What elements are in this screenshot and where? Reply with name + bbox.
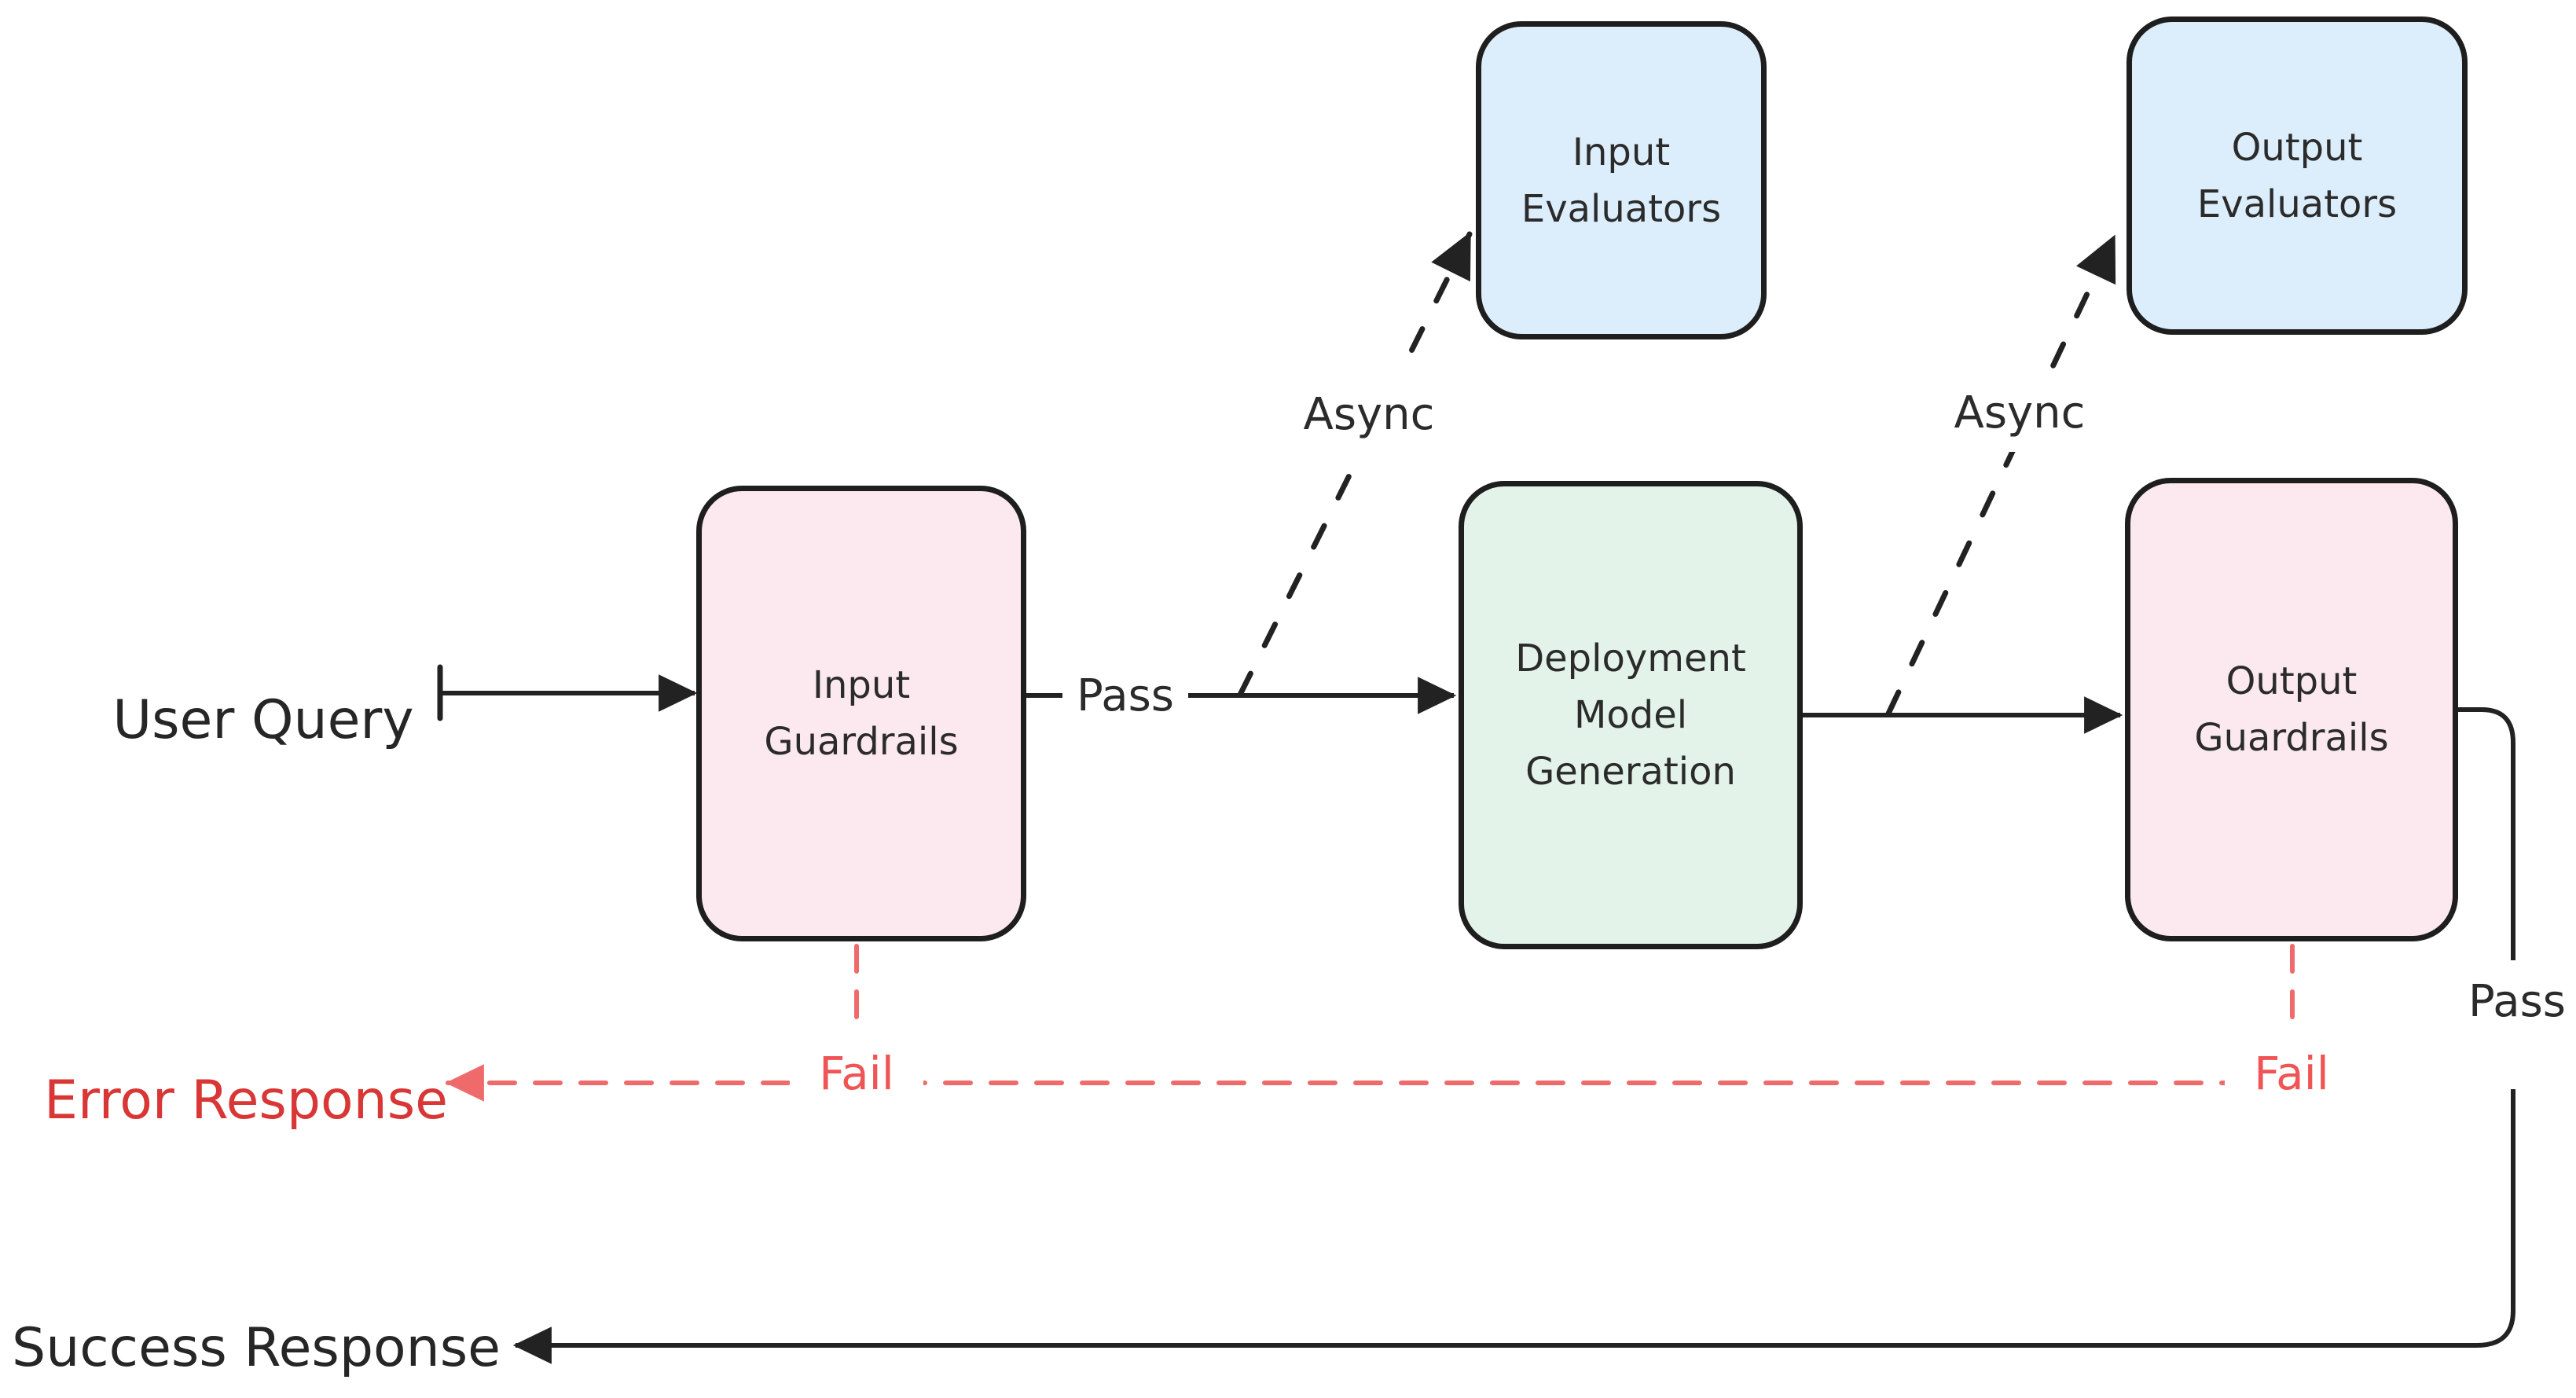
success-response-arrow (512, 707, 2515, 1364)
user-query-label: User Query (112, 688, 414, 751)
node-deployment-model-generation: Deployment Model Generation (1459, 481, 1803, 949)
node-output-evaluators: Output Evaluators (2126, 17, 2468, 335)
pass-label-mid: Pass (1062, 659, 1188, 732)
node-output-guardrails: Output Guardrails (2125, 478, 2458, 941)
pass-label-right: Pass (2455, 960, 2576, 1089)
async-label-right: Async (1937, 373, 2102, 452)
async-arrow-left (1237, 231, 1473, 698)
node-label: Input Guardrails (764, 663, 959, 764)
async-label-left: Async (1286, 375, 1451, 453)
node-input-guardrails: Input Guardrails (696, 486, 1026, 941)
node-label: Output Guardrails (2194, 659, 2389, 760)
fail-label-right: Fail (2225, 1030, 2358, 1117)
async-arrow-right (1885, 234, 2117, 717)
node-label: Deployment Model Generation (1515, 637, 1746, 794)
node-input-evaluators: Input Evaluators (1476, 21, 1767, 339)
node-label: Input Evaluators (1521, 130, 1722, 231)
fail-label-left: Fail (790, 1030, 923, 1117)
success-response-label: Success Response (12, 1316, 501, 1379)
error-response-label: Error Response (44, 1069, 448, 1132)
node-label: Output Evaluators (2196, 125, 2398, 226)
